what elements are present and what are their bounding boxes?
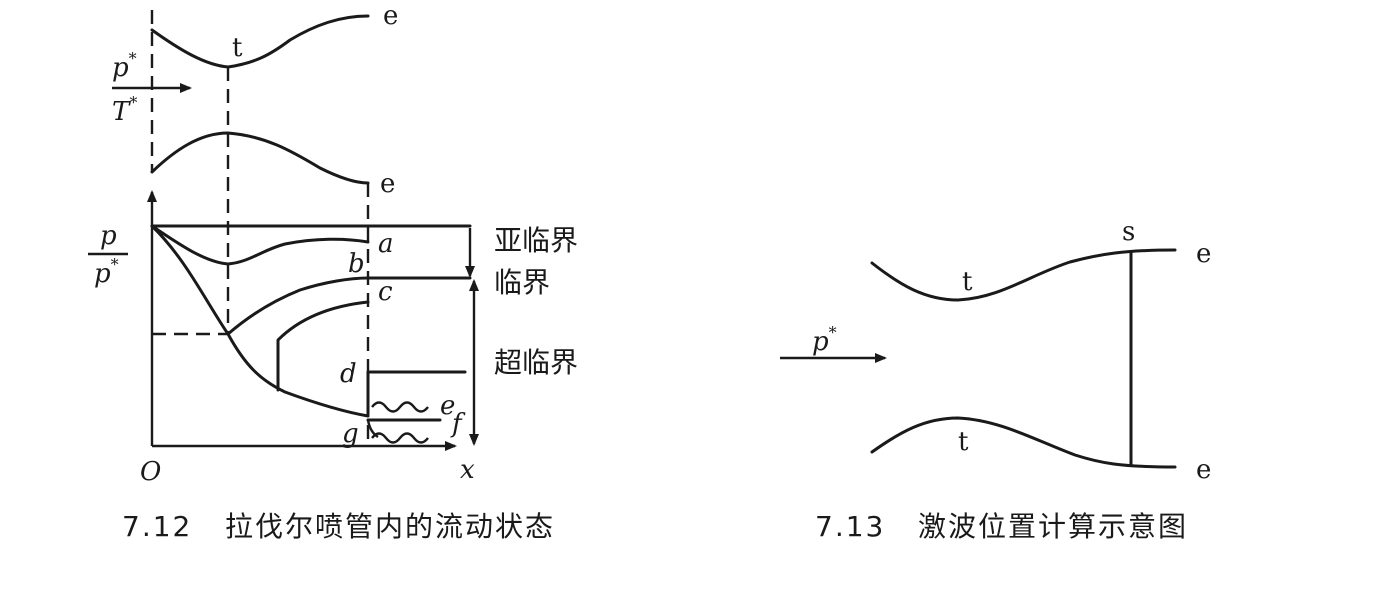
regime-supercritical: 超临界 xyxy=(494,346,578,379)
throat-bottom-label-right: t xyxy=(958,427,969,457)
curve-label-b: b xyxy=(348,249,365,279)
curve-label-e: e xyxy=(440,391,455,421)
wavy-expansion-bottom xyxy=(371,432,429,444)
label-exit-top: e xyxy=(383,1,398,31)
curve-label-a: a xyxy=(378,229,394,259)
curve-label-f: f xyxy=(450,409,466,439)
curve-label-d: d xyxy=(340,359,357,389)
inlet-label-right: p* xyxy=(812,323,837,357)
curve-a xyxy=(150,224,370,266)
label-throat: t xyxy=(232,33,243,63)
curve-label-c: c xyxy=(378,277,393,307)
exit-bottom-label-right: e xyxy=(1196,455,1211,485)
curve-g xyxy=(366,419,379,439)
y-axis-label-den: p* xyxy=(94,255,119,289)
exit-top-label-right: e xyxy=(1196,239,1211,269)
curve-supersonic xyxy=(226,332,370,418)
wavy-expansion-top xyxy=(371,401,429,413)
y-axis-label-num: p xyxy=(100,221,117,251)
regime-subcritical: 亚临界 xyxy=(494,224,578,257)
regime-critical: 临界 xyxy=(494,266,550,299)
nozzle-lower-wall-right xyxy=(870,416,1177,469)
inlet-p-star: p* xyxy=(112,49,137,83)
caption-7-12: 7.12 拉伐尔喷管内的流动状态 xyxy=(122,510,555,543)
x-axis-label: x xyxy=(460,455,475,485)
curve-label-g: g xyxy=(342,419,359,449)
nozzle-lower-wall xyxy=(150,131,370,185)
nozzle-upper-wall xyxy=(150,14,370,69)
origin-label: O xyxy=(140,457,161,487)
curve-c xyxy=(276,300,370,392)
label-exit-bottom: e xyxy=(380,169,395,199)
throat-top-label-right: t xyxy=(962,267,973,297)
laval-nozzle-figure: p* T* t e e p p* x O a b c d e xyxy=(88,1,578,543)
caption-7-13: 7.13 激波位置计算示意图 xyxy=(815,510,1188,543)
inlet-T-star: T* xyxy=(112,93,137,127)
curve-b xyxy=(150,224,370,336)
nozzle-upper-wall-right xyxy=(870,248,1177,302)
shock-position-figure: p* s e e t t 7.13 激波位置计算示意图 xyxy=(780,217,1211,543)
shock-label: s xyxy=(1122,217,1135,247)
